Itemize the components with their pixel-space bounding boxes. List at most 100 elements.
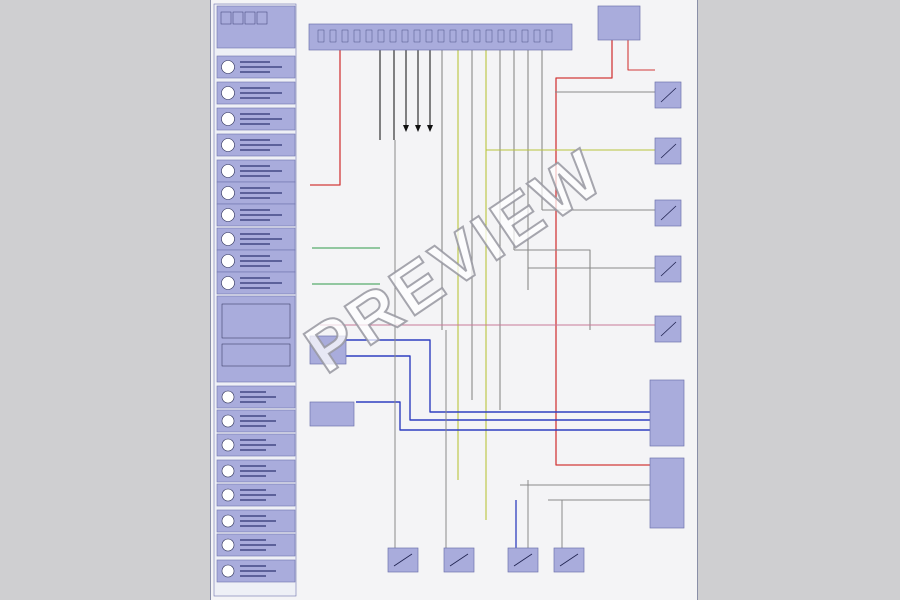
legend-row-text-stub [240,113,270,115]
red-wire [310,50,341,186]
legend-row-text-stub [240,175,270,177]
legend-row-text-stub [240,539,266,541]
legend-row-text-stub [240,214,282,216]
arrow-down-icon [427,125,433,132]
legend-module-inner [221,343,291,367]
legend-row-text-stub [240,233,270,235]
legend-row-text-stub [240,243,270,245]
legend-row-text-stub [240,61,270,63]
legend-row-text-stub [240,525,266,527]
legend-row-text-stub [240,549,266,551]
connector-pin [509,29,517,43]
body-control-module [649,457,685,529]
device-layer [308,5,685,573]
connector-pin [401,29,409,43]
legend-row-text-stub [240,219,270,221]
arrow-down-icon [403,125,409,132]
switch-contact [660,261,677,277]
connector-pin [473,29,481,43]
connector-pin [545,29,553,43]
arrow-down-icon [415,125,421,132]
legend-header-cell [256,11,268,25]
legend-row-text-stub [240,499,266,501]
legend-row-text-stub [240,515,266,517]
legend-row-text-stub [240,470,276,472]
clock-icon [221,438,235,452]
sensor-switch [654,199,682,227]
legend-row-text-stub [240,92,282,94]
speedometer-icon [221,276,235,290]
oil-pressure-icon [221,514,235,528]
legend-row-text-stub [240,255,270,257]
legend-row-text-stub [240,282,282,284]
legend-row-text-stub [240,287,270,289]
airbag-lamp-icon [221,208,235,222]
wire-layer [310,40,655,548]
connector-pin [329,29,337,43]
connector-pin [425,29,433,43]
tachometer-icon [221,390,235,404]
legend-header-cell [244,11,256,25]
legend-row-text-stub [240,465,266,467]
connector-pin [437,29,445,43]
connector-pin [341,29,349,43]
legend-row-text-stub [240,439,266,441]
legend-row-text-stub [240,391,266,393]
legend-row-text-stub [240,97,270,99]
high-beam-icon [221,488,235,502]
red-wire [627,40,655,71]
switch-contact [660,205,677,221]
sensor-contact [513,553,533,567]
switch-contact [660,321,677,337]
legend-row-text-stub [240,123,270,125]
legend-row-text-stub [240,192,282,194]
connector-pin [317,29,325,43]
legend-row-text-stub [240,170,282,172]
sensor-contact [559,553,579,567]
fuse-block [597,5,641,41]
connector-pin [485,29,493,43]
legend-row-text-stub [240,401,266,403]
legend-header-box [216,5,296,49]
seatbelt-lamp-icon [221,112,235,126]
legend-row-text-stub [240,71,270,73]
legend-row-text-stub [240,209,270,211]
dimmer-switch [309,401,355,427]
legend-row-text-stub [240,265,270,267]
switch-wire [514,249,591,330]
legend-row-text-stub [240,575,266,577]
legend-row-text-stub [240,475,266,477]
legend-row-text-stub [240,238,282,240]
legend-row-text-stub [240,449,266,451]
switch-contact [660,87,677,103]
legend-row-text-stub [240,544,276,546]
blue-wire [356,401,650,431]
legend-row-text-stub [240,277,270,279]
legend-row-text-stub [240,494,276,496]
fuel-level-icon [221,538,235,552]
legend-row-text-stub [240,570,276,572]
connector-pin [461,29,469,43]
temperature-gauge-icon [221,232,235,246]
connector-pin [365,29,373,43]
connector-pin [413,29,421,43]
blue-wire [310,339,650,413]
legend-row-text-stub [240,444,276,446]
warning-lamp-icon [221,60,235,74]
connector-pin [389,29,397,43]
legend-row-text-stub [240,489,266,491]
turn-signal-module-icon [221,414,235,428]
legend-header-cell [220,11,232,25]
legend-row-text-stub [240,197,270,199]
sensor-contact [393,553,413,567]
indicator-lamp-icon [221,86,235,100]
legend-row-text-stub [240,66,282,68]
legend-row-text-stub [240,415,266,417]
traction-control-icon [221,164,235,178]
charging-lamp-icon [221,186,235,200]
legend-row-text-stub [240,139,270,141]
cruise-control-icon [221,564,235,578]
hazard-switch [309,335,347,365]
